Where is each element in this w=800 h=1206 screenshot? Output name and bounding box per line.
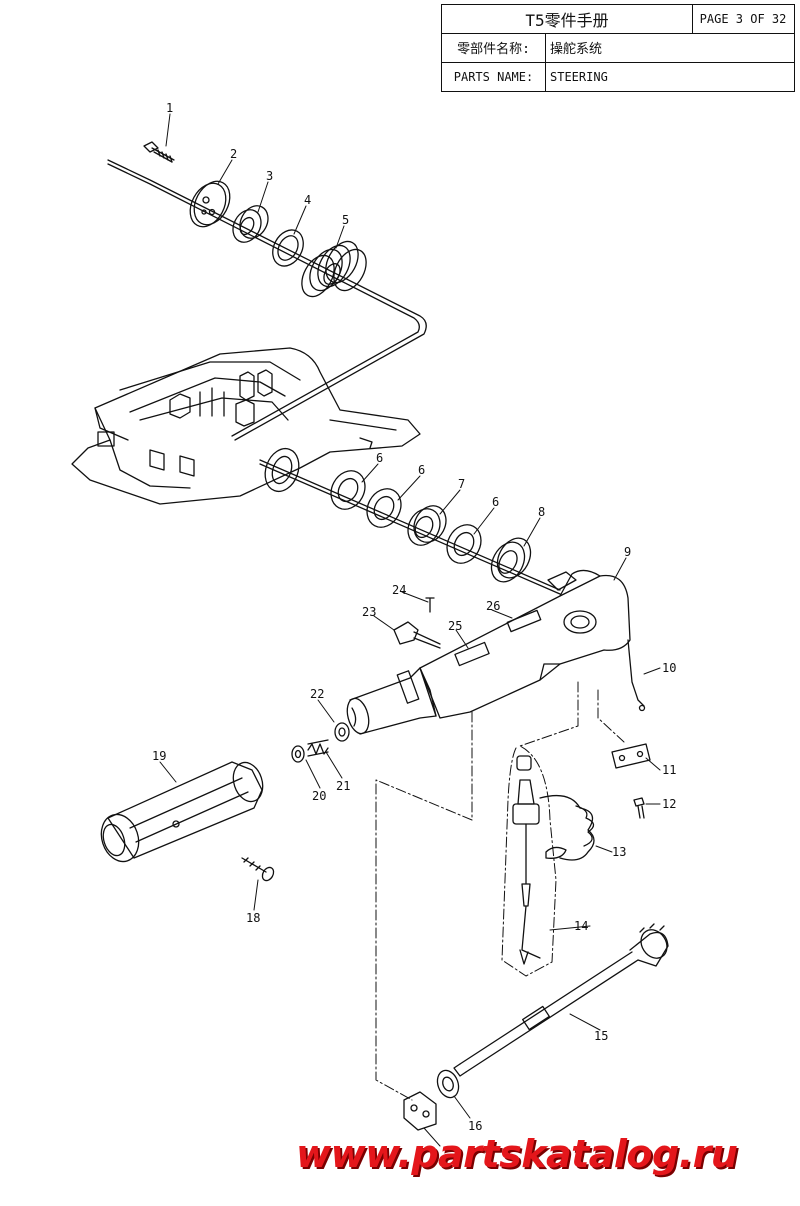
washer-part: [366, 488, 402, 528]
callout-label: 11: [662, 763, 676, 777]
bushing-part: [407, 505, 447, 546]
washer-part: [436, 1069, 460, 1099]
plate-small-part: [611, 743, 651, 769]
callout-label: 13: [612, 845, 626, 859]
engine-housing: [71, 347, 421, 505]
pin-part: [425, 597, 435, 613]
callout-label: 22: [310, 687, 324, 701]
watermark: www.partskatalog.ru: [296, 1132, 738, 1176]
manual-title: T5零件手册: [525, 11, 609, 30]
page-label: PAGE 3 OF 32: [699, 12, 787, 26]
callout-label: 15: [594, 1029, 608, 1043]
callout-label: 20: [312, 789, 326, 803]
divider: [692, 5, 693, 33]
en-name-value: STEERING: [550, 69, 608, 84]
steering-shaft: [453, 923, 669, 1077]
o-ring-part: [272, 229, 304, 267]
washer-part: [334, 722, 350, 742]
grommet-part: [232, 205, 269, 243]
callout-label: 12: [662, 797, 676, 811]
bracket-part: [403, 1091, 437, 1131]
callout-label: 8: [538, 505, 545, 519]
leader-lines: [159, 113, 661, 1147]
throttle-grip: [100, 761, 264, 863]
washer-part: [291, 745, 305, 763]
callout-label: 26: [486, 599, 500, 613]
steering-cable: [107, 159, 561, 595]
callout-label: 1: [166, 101, 173, 115]
divider: [442, 33, 794, 34]
callout-label: 23: [362, 605, 376, 619]
bellows-part: [301, 240, 367, 298]
washer-part: [330, 470, 366, 510]
callout-label: 6: [418, 463, 425, 477]
stop-cable: [627, 639, 646, 712]
cn-name-value: 操舵系统: [550, 42, 603, 57]
callout-label: 3: [266, 169, 273, 183]
cn-name-label: 零部件名称:: [457, 42, 530, 57]
callout-label: 5: [342, 213, 349, 227]
callout-label: 16: [468, 1119, 482, 1133]
callout-label: 25: [448, 619, 462, 633]
callout-label: 6: [376, 451, 383, 465]
en-name-label: PARTS NAME:: [453, 69, 534, 84]
assembly-lines: [375, 681, 625, 1101]
callout-label: 6: [492, 495, 499, 509]
callout-label: 19: [152, 749, 166, 763]
bolt-part: [143, 141, 175, 163]
callout-label: 21: [336, 779, 350, 793]
screw-part: [241, 857, 275, 882]
lanyard-switch: [512, 755, 595, 861]
stop-wire: [519, 823, 541, 965]
switch-group-outline: [501, 745, 557, 977]
callout-label: 4: [304, 193, 311, 207]
friction-knob: [393, 621, 441, 649]
callout-label: 7: [458, 477, 465, 491]
divider: [442, 62, 794, 63]
throttle-shaft: [346, 667, 437, 735]
plate-part: [189, 180, 231, 228]
title-block: T5零件手册 PAGE 3 OF 32 零部件名称: 操舵系统 PARTS NA…: [441, 4, 795, 92]
callout-numbers: 1 2 3 4 5 6 6 7 6 8 9 10 11 12 13 14 15 …: [152, 101, 676, 1133]
divider: [545, 33, 546, 91]
spring-part: [307, 739, 329, 757]
screw-part: [633, 797, 645, 819]
callout-label: 24: [392, 583, 406, 597]
callout-label: 10: [662, 661, 676, 675]
seal-part: [490, 537, 532, 583]
callout-label: 18: [246, 911, 260, 925]
washer-part: [446, 524, 482, 564]
tiller-arm: [419, 569, 631, 719]
callout-label: 14: [574, 919, 588, 933]
callout-label: 9: [624, 545, 631, 559]
callout-label: 2: [230, 147, 237, 161]
